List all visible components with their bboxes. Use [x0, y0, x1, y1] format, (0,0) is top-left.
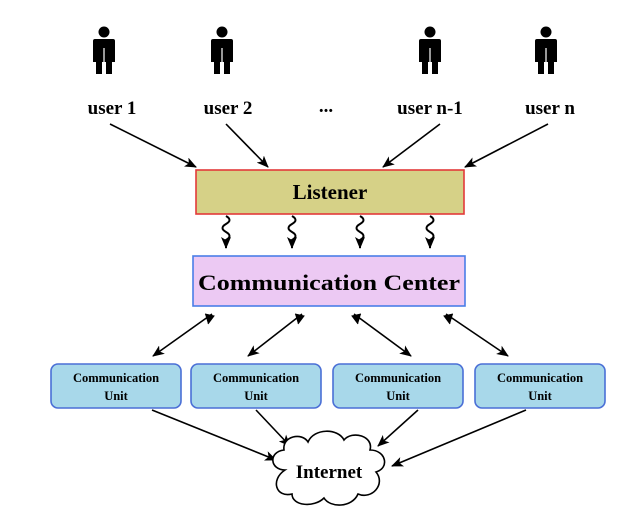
communication-unit-2: Communication Unit: [190, 363, 322, 409]
unit-1-line2: Unit: [104, 389, 128, 403]
center-to-unit-4-arrow: [445, 313, 509, 357]
unit-2-line2: Unit: [244, 389, 268, 403]
squiggle-arrow-3: [355, 215, 365, 249]
communication-center-label: Communication Center: [198, 270, 460, 295]
unit-4-line1: Communication: [497, 371, 583, 385]
squiggle-arrow-1: [221, 215, 231, 249]
user-1-label: user 1: [88, 98, 137, 119]
communication-unit-4: Communication Unit: [474, 363, 606, 409]
user-2-arrow: [225, 123, 269, 168]
user-2-icon: [211, 26, 233, 74]
user-n-label: user n: [525, 98, 575, 119]
user-n-icon: [535, 26, 557, 74]
ellipsis-label: ...: [319, 96, 333, 117]
listener-label: Listener: [293, 180, 368, 204]
internet-label: Internet: [296, 462, 363, 483]
communication-unit-3: Communication Unit: [332, 363, 464, 409]
user-n-arrow: [464, 123, 549, 168]
unit-4-line2: Unit: [528, 389, 552, 403]
squiggle-arrows: [221, 215, 435, 249]
unit-3-line2: Unit: [386, 389, 410, 403]
squiggle-arrow-4: [425, 215, 435, 249]
center-to-unit-3-arrow: [353, 313, 412, 357]
user-2-label: user 2: [204, 98, 253, 119]
user-1-arrow: [109, 123, 197, 168]
center-to-unit-arrows: [152, 313, 509, 357]
center-to-unit-1-arrow: [152, 313, 213, 357]
listener-box: Listener: [195, 169, 465, 215]
user-n-1-icon: [419, 26, 441, 74]
unit-2-line1: Communication: [213, 371, 299, 385]
unit-3-line1: Communication: [355, 371, 441, 385]
user-1-icon: [93, 26, 115, 74]
unit-to-internet-arrows: [151, 409, 527, 467]
unit-1-line1: Communication: [73, 371, 159, 385]
user-n-1-label: user n-1: [397, 98, 463, 119]
communication-center-box: Communication Center: [192, 255, 466, 307]
squiggle-arrow-2: [287, 215, 297, 249]
unit-1-to-internet-arrow: [151, 409, 277, 461]
center-to-unit-2-arrow: [247, 313, 303, 357]
internet-cloud: Internet: [272, 430, 386, 506]
user-n-1-arrow: [382, 123, 441, 168]
cloud-icon: [272, 430, 386, 506]
unit-4-to-internet-arrow: [391, 409, 527, 467]
unit-2-to-internet-arrow: [255, 409, 291, 447]
user-arrows: [109, 123, 549, 168]
communication-unit-1: Communication Unit: [50, 363, 182, 409]
unit-3-to-internet-arrow: [377, 409, 419, 447]
